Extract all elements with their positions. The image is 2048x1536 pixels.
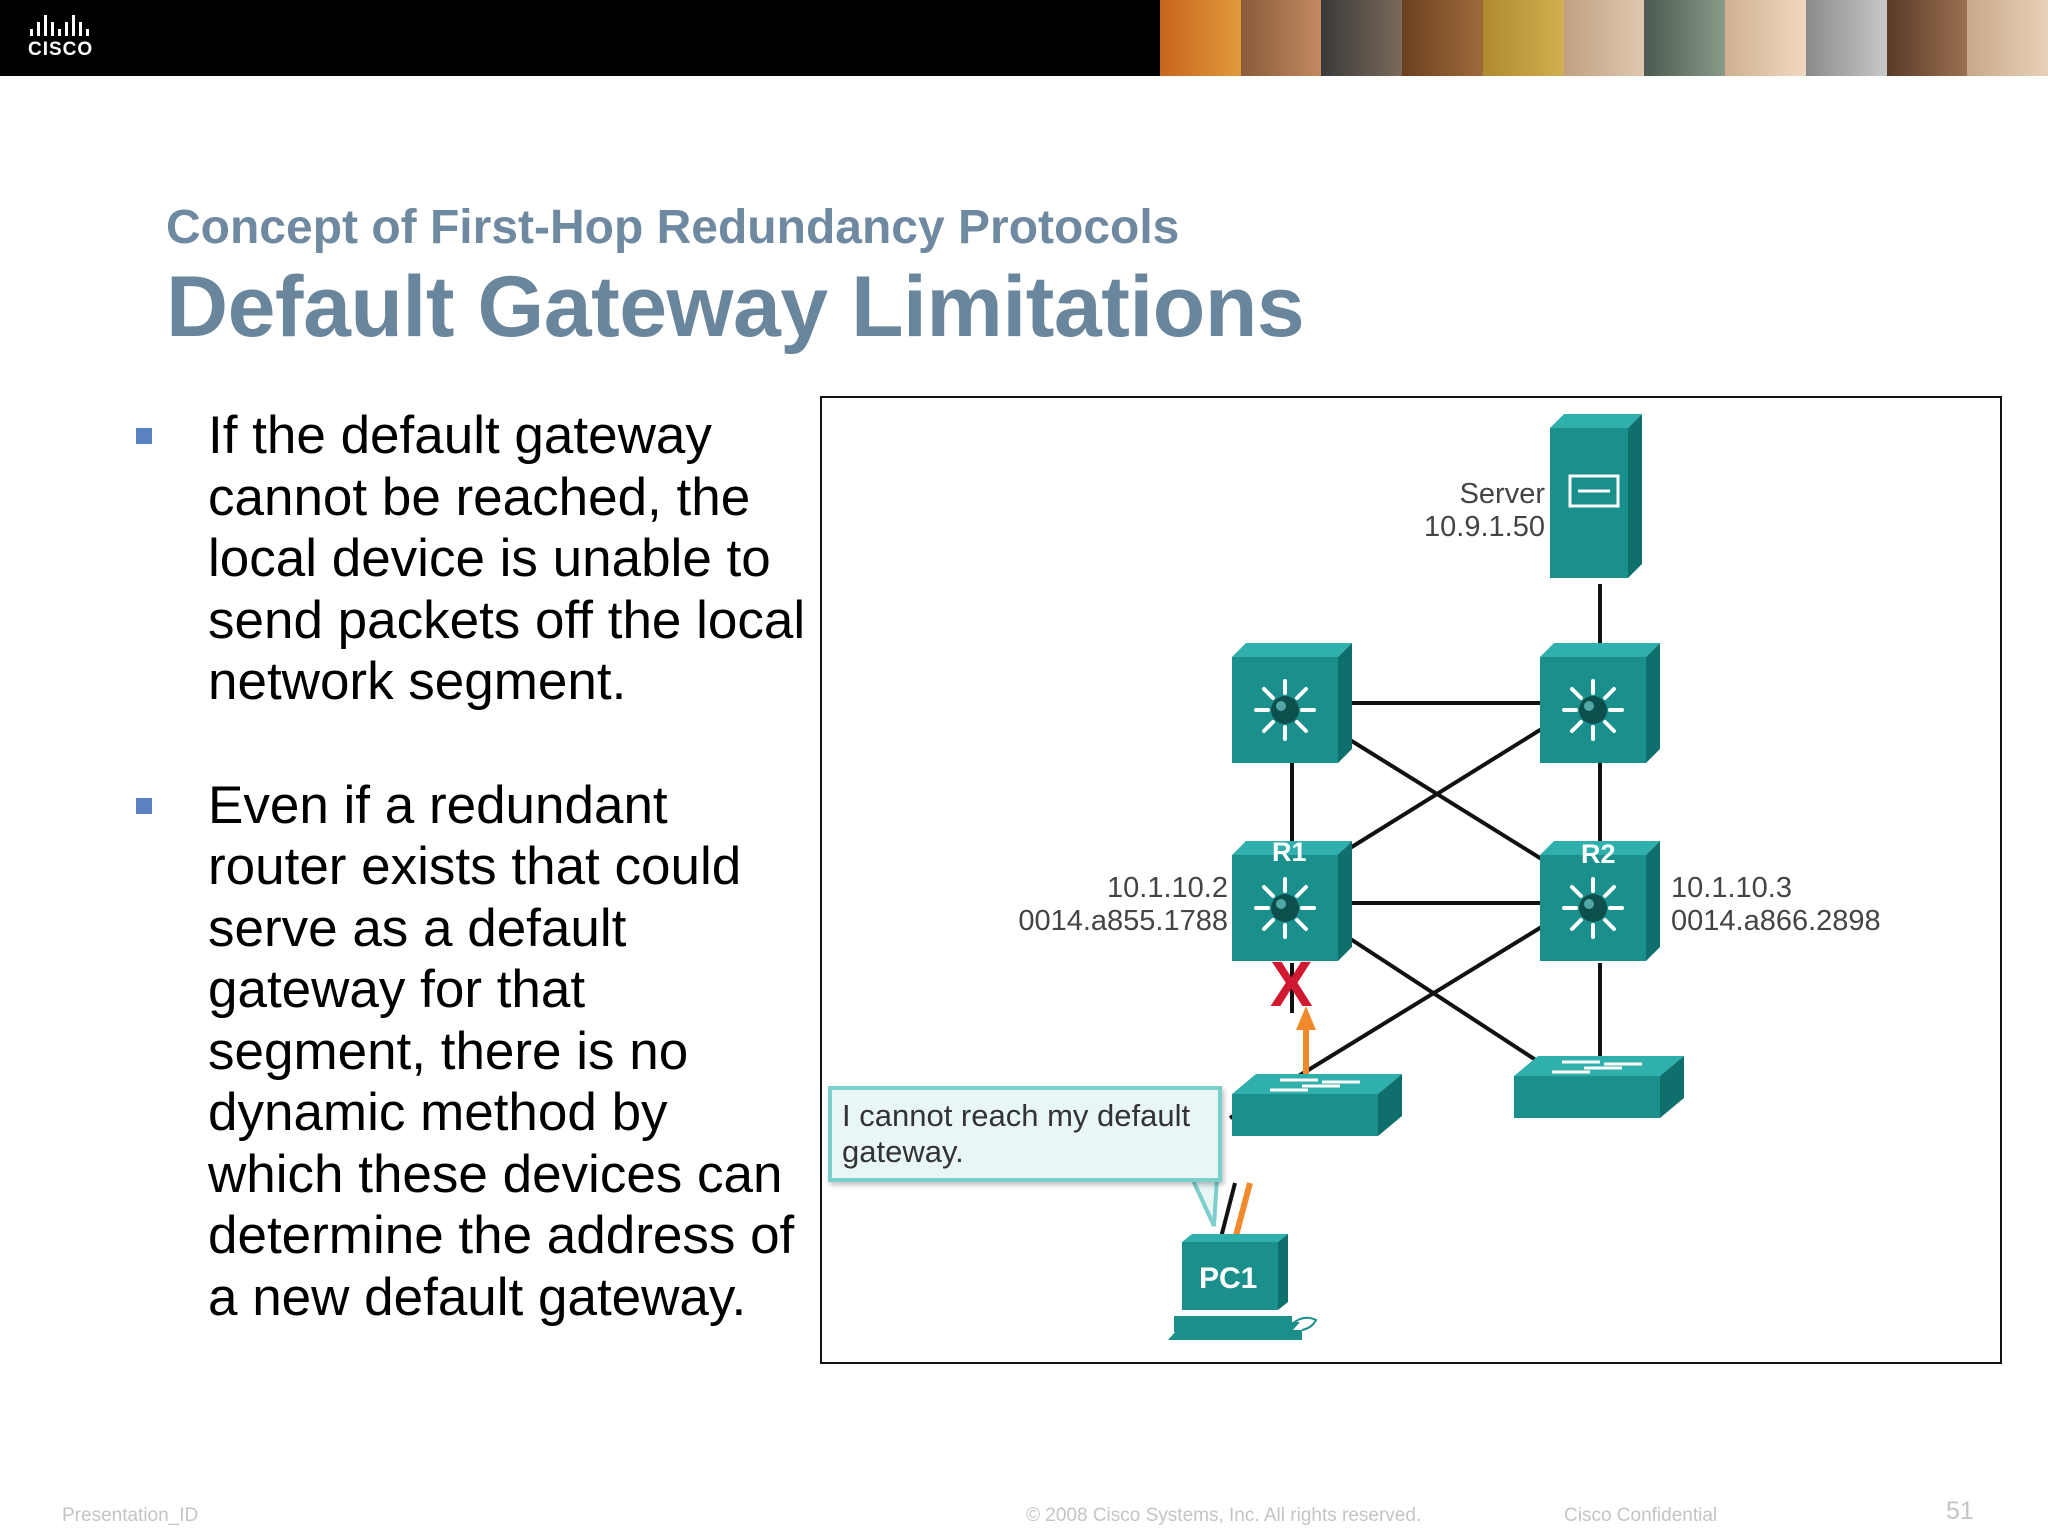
page-number: 51 [1946,1497,1974,1525]
network-diagram-graphic [1168,414,1686,1340]
access-switch-right-icon [1512,1054,1686,1120]
distribution-switch-right-icon [1538,641,1662,765]
pc1-name-label: PC1 [1199,1262,1258,1295]
network-diagram: R1 R2 PC1 X Server 10.9.1.50 10.1.10.2 0… [820,396,2002,1364]
pc1-callout: I cannot reach my default gateway. [828,1086,1222,1182]
square-bullet-icon [136,428,152,444]
pc1-icon [1168,1234,1318,1340]
bullet-item: If the default gateway cannot be reached… [132,405,812,713]
traffic-arrow-icon [1296,1006,1316,1030]
r1-name-label: R1 [1272,837,1307,867]
bullet-text: Even if a redundant router exists that c… [208,775,795,1327]
r2-address-label: 10.1.10.3 0014.a866.2898 [1671,872,1881,938]
bullet-item: Even if a redundant router exists that c… [132,775,812,1329]
cisco-logo-text: CISCO [28,39,94,60]
square-bullet-icon [136,797,152,814]
server-icon [1550,414,1642,578]
slide-subtitle: Concept of First-Hop Redundancy Protocol… [166,201,1180,254]
footer-confidential: Cisco Confidential [1564,1505,1718,1526]
server-ip: 10.9.1.50 [1424,511,1545,543]
server-name: Server [1459,478,1545,510]
footer-presentation-id: Presentation_ID [62,1505,199,1526]
failure-x-mark: X [1270,948,1313,1020]
access-switch-left-icon [1230,1072,1404,1138]
bullet-list: If the default gateway cannot be reached… [132,405,812,1328]
r1-mac: 0014.a855.1788 [1018,905,1228,937]
bullet-text: If the default gateway cannot be reached… [208,406,806,711]
header-bar: CISCO [0,0,2048,76]
network-links [1206,584,1602,1289]
callout-pointer [1188,1176,1220,1227]
r1-ip: 10.1.10.2 [1107,872,1228,904]
server-label: Server 10.9.1.50 [1342,478,1545,544]
r2-mac: 0014.a866.2898 [1671,905,1881,937]
slide-title: Default Gateway Limitations [166,259,1305,355]
r2-name-label: R2 [1581,839,1616,869]
r2-ip: 10.1.10.3 [1671,872,1792,904]
cisco-logo-bars [30,14,118,36]
header-photo-strip [1160,0,2048,76]
distribution-switch-left-icon [1230,641,1354,765]
footer-copyright: © 2008 Cisco Systems, Inc. All rights re… [1026,1505,1422,1526]
r1-address-label: 10.1.10.2 0014.a855.1788 [992,872,1228,938]
cisco-logo: CISCO [28,14,118,64]
